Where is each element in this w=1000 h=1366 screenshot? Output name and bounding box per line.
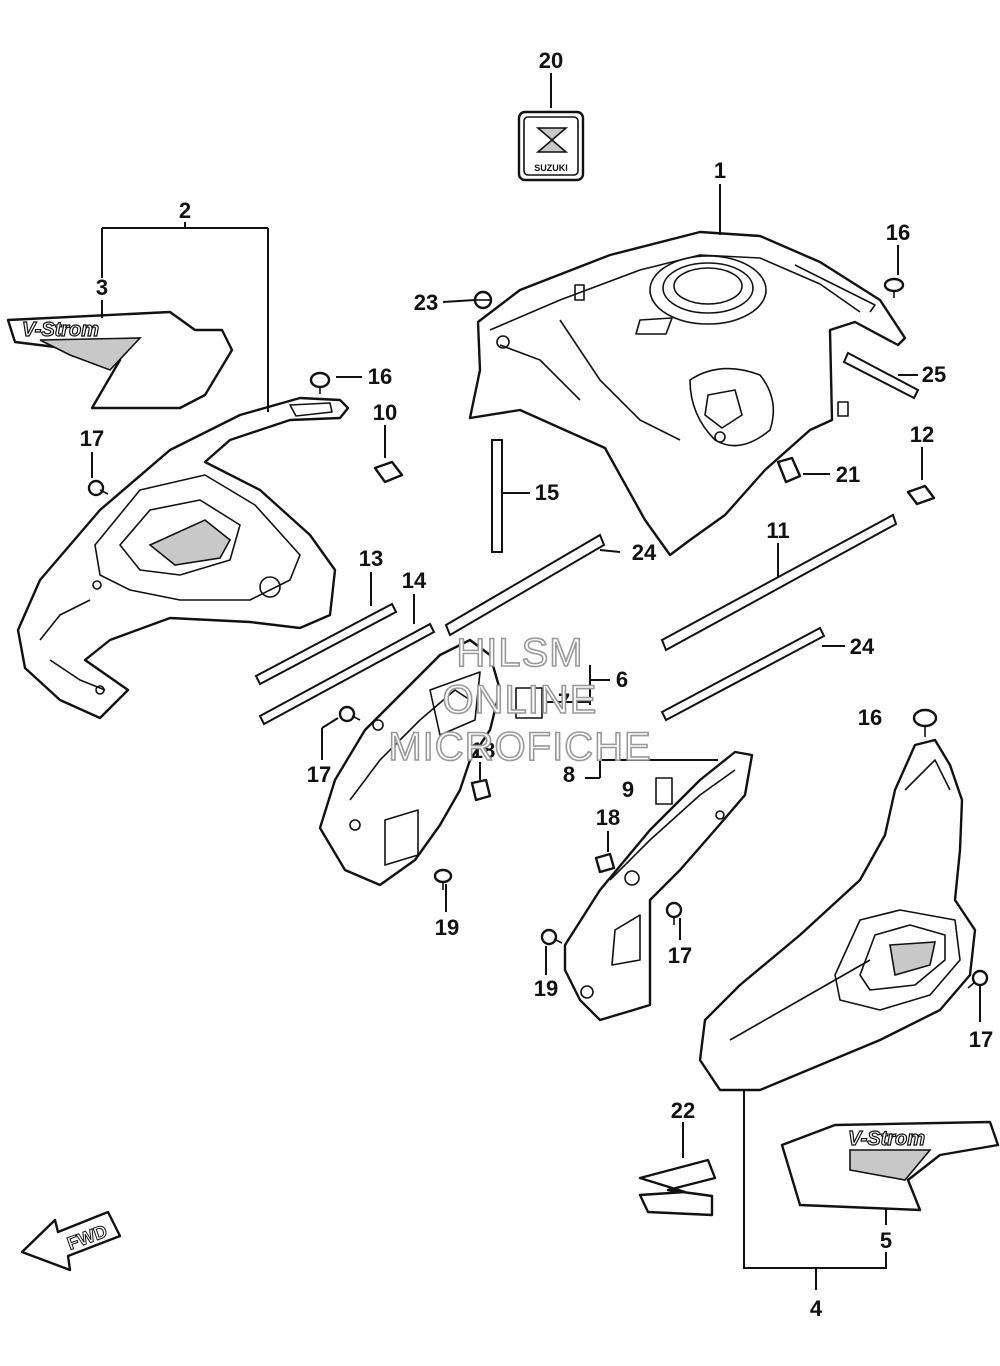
- forward-arrow-icon: FWD: [20, 1210, 122, 1272]
- callout-12: 12: [910, 422, 934, 447]
- callout-15: 15: [535, 480, 559, 505]
- right-inner-panel[interactable]: [563, 750, 754, 1022]
- left-inner-panel[interactable]: [318, 638, 543, 887]
- callout-18-a: 18: [471, 738, 495, 763]
- strip-11: [660, 513, 898, 652]
- left-side-cover[interactable]: [16, 396, 350, 720]
- bolt-16-mid: [309, 371, 331, 394]
- callout-8: 8: [563, 762, 575, 787]
- strip-24-left: [444, 533, 606, 637]
- leader-lines: [91, 73, 981, 1290]
- callout-9: 9: [622, 777, 634, 802]
- watermark: HILSM ONLINE MICROFICHE: [388, 630, 652, 770]
- callout-16-right: 16: [858, 705, 882, 730]
- callout-19-b: 19: [534, 976, 558, 1001]
- callout-21: 21: [836, 462, 860, 487]
- callout-10: 10: [373, 400, 397, 425]
- left-decal-text: V-Strom: [22, 319, 99, 341]
- fuel-tank-cover[interactable]: [468, 230, 907, 557]
- pad-12: [906, 484, 936, 506]
- callout-25: 25: [922, 362, 946, 387]
- callout-16-top: 16: [886, 220, 910, 245]
- strip-15: [491, 439, 503, 553]
- watermark-line-2: ONLINE: [443, 678, 598, 722]
- watermark-line-3: MICROFICHE: [388, 725, 651, 769]
- emblem-text: SUZUKI: [534, 163, 568, 173]
- callout-16-mid: 16: [368, 364, 392, 389]
- fasteners: [87, 277, 989, 989]
- screw-19-b: [540, 928, 563, 946]
- nut-18-a: [470, 778, 492, 802]
- callout-3: 3: [96, 275, 108, 300]
- callout-6: 6: [616, 667, 628, 692]
- callout-20: 20: [539, 48, 563, 73]
- callout-5: 5: [880, 1228, 892, 1253]
- strip-24-right: [660, 626, 826, 722]
- right-decal-text: V-Strom: [848, 1128, 925, 1150]
- suzuki-logo-decal[interactable]: [638, 1158, 717, 1217]
- strip-25: [842, 351, 920, 400]
- callout-24-left: 24: [632, 540, 657, 565]
- callout-17-left: 17: [80, 426, 104, 451]
- callout-18-b: 18: [596, 805, 620, 830]
- callout-2: 2: [179, 198, 191, 223]
- callout-labels: 20 1 2 3 16 23 25 16 10 12 17 21 15 11 2…: [80, 48, 993, 1321]
- callout-24-right: 24: [850, 634, 875, 659]
- callout-14: 14: [402, 568, 427, 593]
- clip-21: [776, 456, 802, 484]
- callout-17-c: 17: [668, 943, 692, 968]
- suzuki-emblem-icon[interactable]: SUZUKI: [517, 110, 585, 182]
- callout-13: 13: [359, 546, 383, 571]
- left-decal[interactable]: V-Strom: [6, 310, 234, 410]
- screw-17-b: [338, 705, 361, 723]
- callout-1: 1: [714, 158, 726, 183]
- callout-23: 23: [414, 290, 438, 315]
- nut-18-b: [594, 852, 616, 874]
- screw-17-a: [87, 479, 109, 497]
- pad-10: [373, 460, 404, 484]
- part-9-pad: [655, 777, 673, 805]
- watermark-line-1: HILSM: [456, 631, 583, 675]
- callout-17-right: 17: [969, 1027, 993, 1052]
- screw-17-d: [967, 969, 989, 989]
- right-side-cover[interactable]: [698, 738, 977, 1092]
- callout-11: 11: [766, 518, 789, 543]
- callout-22: 22: [671, 1098, 695, 1123]
- right-decal[interactable]: V-Strom: [780, 1120, 1000, 1212]
- strip-14: [258, 622, 436, 726]
- screw-19-a: [433, 868, 453, 890]
- grommet-23: [473, 290, 493, 310]
- callout-19-a: 19: [435, 915, 459, 940]
- callout-4: 4: [810, 1296, 823, 1321]
- bolt-16-top: [883, 277, 905, 298]
- callout-7: 7: [558, 689, 570, 714]
- screw-17-c: [665, 901, 683, 925]
- cushion-strips: [254, 351, 920, 726]
- strip-13: [254, 602, 398, 686]
- bolt-16-right: [912, 708, 938, 737]
- callout-17-mid: 17: [307, 762, 331, 787]
